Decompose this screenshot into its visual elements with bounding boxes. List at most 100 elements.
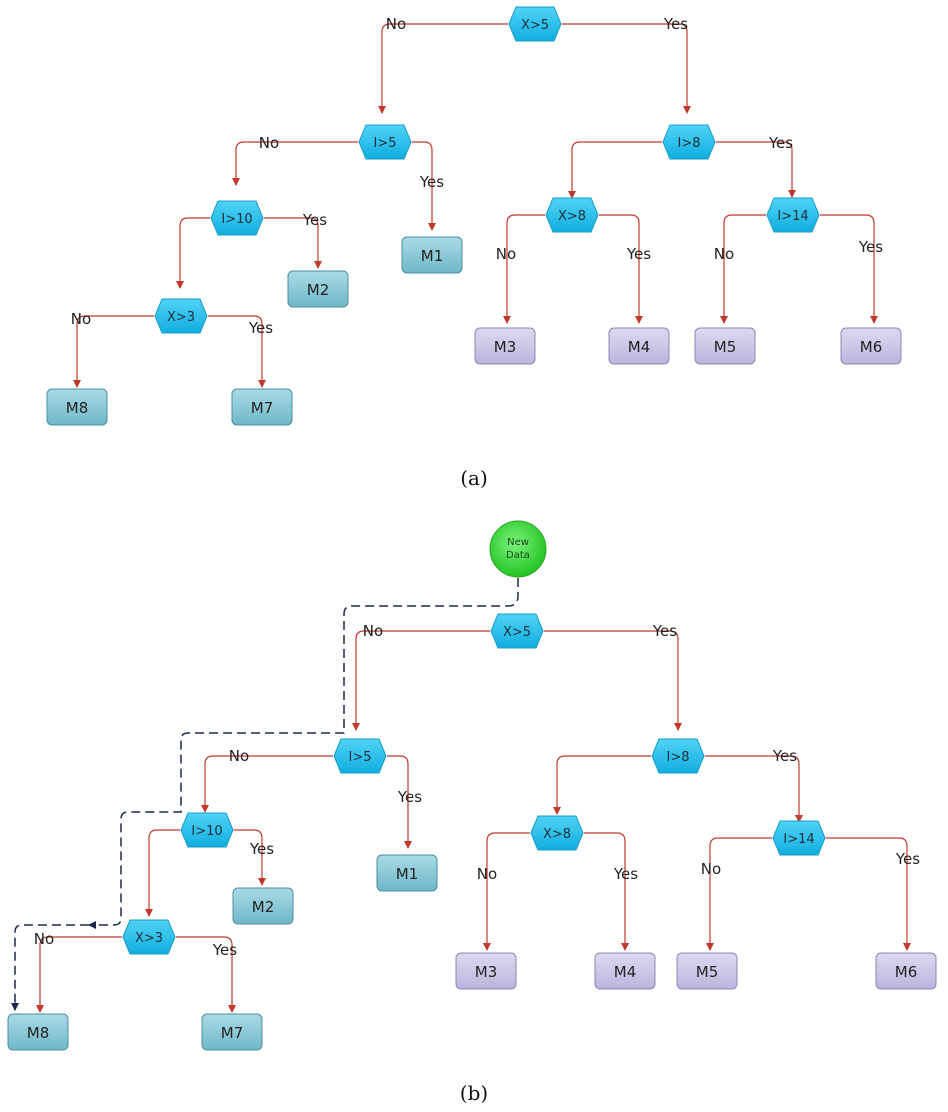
a-x3-yes-edge-yes-label: Yes	[248, 319, 273, 337]
b-leaf-m5: M5	[676, 952, 738, 990]
a-leaf-m7: M7	[231, 388, 293, 426]
b-node-x-gt-3-label: X>3	[135, 931, 163, 946]
b-x3-no-edge-no-label: No	[34, 930, 54, 948]
a-x8-yes-edge-yes-label: Yes	[626, 245, 651, 263]
a-x3-no-edge	[73, 315, 154, 388]
b-leaf-m3-label: M3	[475, 963, 498, 981]
b-node-x-gt-5: X>5	[490, 613, 544, 649]
highlighted-path-layer	[11, 578, 519, 1011]
a-leaf-m2-label: M2	[307, 281, 330, 299]
b-x8-no-edge-no-label: No	[477, 865, 497, 883]
a-node-i-gt-8-label: I>8	[678, 136, 701, 151]
a-i8-yes-edge-yes-label: Yes	[768, 134, 793, 152]
b-leaf-m8-label: M8	[27, 1024, 50, 1042]
a-node-x-gt-3-shape	[154, 298, 208, 334]
a-leaf-m5: M5	[694, 327, 756, 365]
a-leaf-m1: M1	[401, 236, 463, 274]
a-leaf-m2: M2	[287, 270, 349, 308]
b-i14-no-edge-no-label: No	[701, 860, 721, 878]
a-node-i-gt-5: I>5	[358, 124, 412, 160]
a-leaf-m5-label: M5	[714, 338, 737, 356]
b-leaf-m2: M2	[232, 887, 294, 925]
path-segment-to-m8	[11, 924, 89, 1011]
b-i14-no-edge	[706, 837, 772, 951]
b-node-i-gt-10: I>10	[180, 812, 234, 848]
a-i10-no-edge	[176, 217, 210, 289]
start-node-circle	[489, 520, 547, 578]
a-node-i-gt-14-shape	[766, 197, 820, 233]
a-node-x-gt-5-shape	[508, 6, 562, 42]
b-node-x-gt-8: X>8	[530, 815, 584, 851]
b-leaf-m5-label: M5	[696, 963, 719, 981]
b-leaf-m2-label: M2	[252, 898, 275, 916]
caption-b: (b)	[460, 1081, 488, 1105]
a-i8-yes-edge	[716, 141, 796, 198]
a-leaf-m1-box	[401, 236, 463, 274]
a-leaf-m3-label: M3	[494, 338, 517, 356]
a-i5-yes-edge	[412, 141, 436, 231]
b-i10-yes-edge	[234, 829, 266, 886]
b-node-i-gt-10-shape	[180, 812, 234, 848]
b-x8-yes-edge	[584, 832, 629, 951]
a-leaf-m8-label: M8	[66, 399, 89, 417]
b-leaf-m8: M8	[7, 1013, 69, 1051]
b-leaf-m4-box	[594, 952, 656, 990]
b-i14-yes-edge	[826, 837, 911, 951]
a-leaf-m5-box	[694, 327, 756, 365]
b-node-i-gt-14-shape	[772, 820, 826, 856]
edges-layer	[36, 23, 911, 1013]
a-root-no-edge	[378, 23, 508, 114]
b-leaf-m7-label: M7	[221, 1024, 244, 1042]
b-leaf-m1: M1	[376, 854, 438, 892]
a-node-i-gt-5-shape	[358, 124, 412, 160]
a-i5-no-edge-no-label: No	[259, 134, 279, 152]
b-leaf-m2-box	[232, 887, 294, 925]
a-i14-no-edge-no-label: No	[714, 245, 734, 263]
a-i14-no-edge	[720, 214, 766, 324]
b-i14-yes-edge-yes-label: Yes	[895, 850, 920, 868]
b-leaf-m4-label: M4	[614, 963, 637, 981]
b-node-i-gt-14: I>14	[772, 820, 826, 856]
b-x3-yes-edge-yes-label: Yes	[212, 941, 237, 959]
a-node-i-gt-10: I>10	[210, 200, 264, 236]
b-node-x-gt-8-shape	[530, 815, 584, 851]
b-x3-yes-edge	[176, 936, 236, 1013]
a-root-yes-edge	[562, 23, 691, 114]
b-root-no-edge	[352, 630, 490, 731]
b-node-i-gt-5: I>5	[333, 738, 387, 774]
a-node-x-gt-3-label: X>3	[167, 310, 195, 325]
b-leaf-m7: M7	[201, 1013, 263, 1051]
b-node-i-gt-8-shape	[651, 738, 705, 774]
b-i8-yes-edge-yes-label: Yes	[772, 747, 797, 765]
a-node-x-gt-5: X>5	[508, 6, 562, 42]
a-i10-yes-edge-yes-label: Yes	[302, 211, 327, 229]
a-node-i-gt-5-label: I>5	[374, 136, 397, 151]
b-node-x-gt-8-label: X>8	[543, 827, 571, 842]
b-leaf-m7-box	[201, 1013, 263, 1051]
a-leaf-m6-label: M6	[860, 338, 883, 356]
b-node-i-gt-8: I>8	[651, 738, 705, 774]
a-leaf-m6-box	[840, 327, 902, 365]
b-leaf-m3-box	[455, 952, 517, 990]
b-leaf-m6-label: M6	[895, 963, 918, 981]
b-leaf-m1-box	[376, 854, 438, 892]
b-i10-no-edge	[145, 829, 180, 917]
a-node-i-gt-8-shape	[662, 124, 716, 160]
b-leaf-m5-box	[676, 952, 738, 990]
a-i14-yes-edge-yes-label: Yes	[858, 238, 883, 256]
caption-a: (a)	[460, 466, 488, 490]
b-node-x-gt-3: X>3	[122, 919, 176, 955]
a-leaf-m4: M4	[608, 327, 670, 365]
b-i5-no-edge	[201, 755, 333, 813]
b-i5-yes-edge	[387, 755, 412, 849]
a-leaf-m2-box	[287, 270, 349, 308]
b-leaf-m1-label: M1	[396, 865, 419, 883]
b-i5-no-edge-no-label: No	[229, 747, 249, 765]
b-leaf-m4: M4	[594, 952, 656, 990]
b-node-x-gt-3-shape	[122, 919, 176, 955]
a-node-i-gt-10-label: I>10	[221, 212, 252, 227]
